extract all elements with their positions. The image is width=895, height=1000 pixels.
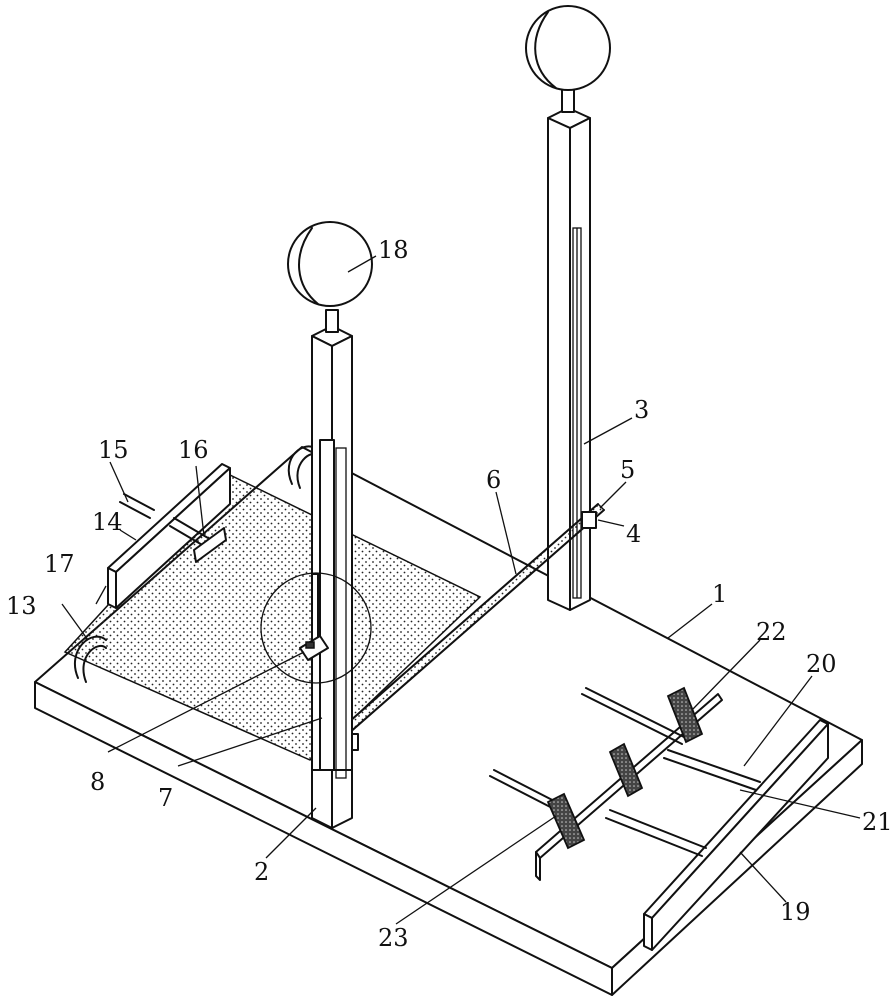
label-18: 18	[378, 236, 409, 264]
label-22: 22	[756, 618, 787, 646]
slider-block-rear	[581, 511, 597, 529]
label-21: 21	[862, 808, 893, 836]
sensor-unit	[260, 572, 372, 684]
label-15: 15	[98, 436, 129, 464]
label-14: 14	[92, 508, 123, 536]
hook-front	[73, 635, 107, 683]
pedal-front	[546, 792, 586, 850]
label-4: 4	[626, 520, 641, 548]
label-13: 13	[6, 592, 37, 620]
label-23: 23	[378, 924, 409, 952]
label-7: 7	[158, 784, 173, 812]
pedal-rear	[666, 686, 704, 744]
pedal-tray	[489, 686, 829, 951]
label-3: 3	[634, 396, 649, 424]
pedal-middle	[608, 742, 644, 798]
label-16: 16	[178, 436, 209, 464]
label-1: 1	[712, 580, 727, 608]
rear-post	[525, 5, 611, 611]
reference-numerals: 18 3 5 4 6 1 15 16 14 17 13 22 20 8 7 21…	[6, 236, 893, 952]
leader-lines	[61, 255, 861, 925]
rear-ball	[525, 5, 611, 91]
label-5: 5	[620, 456, 635, 484]
label-20: 20	[806, 650, 837, 678]
label-8: 8	[90, 768, 105, 796]
front-ball	[287, 221, 373, 307]
label-2: 2	[254, 858, 269, 886]
label-6: 6	[486, 466, 501, 494]
label-19: 19	[780, 898, 811, 926]
label-17: 17	[44, 550, 75, 578]
